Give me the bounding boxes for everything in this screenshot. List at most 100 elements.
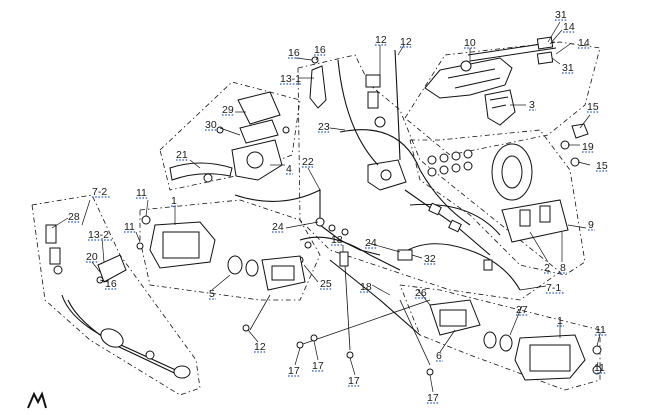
- union-3: [483, 259, 493, 271]
- leader-16b: [315, 56, 319, 61]
- pedal-bracket-13-2: [97, 254, 127, 283]
- callout-7-2: 7-2: [92, 186, 107, 198]
- center-switch-assembly: [365, 74, 407, 191]
- pad-holder: [271, 265, 295, 281]
- caliper-pocket: [162, 231, 200, 259]
- callout-17-d: 17: [427, 392, 439, 404]
- pad-slot-2: [539, 205, 551, 223]
- pin-2: [439, 153, 449, 163]
- washer-19b: [570, 157, 580, 167]
- callout-27: 27: [516, 304, 528, 316]
- brake-lever: [169, 162, 233, 181]
- pin-6: [439, 165, 449, 175]
- hose-27: [399, 243, 521, 291]
- caliper-body-1: [149, 221, 216, 269]
- callout-31-top: 31: [555, 9, 567, 21]
- cable-23: [337, 59, 379, 166]
- bracket-13-1: [309, 56, 327, 109]
- callout-14-lower: 14: [578, 37, 590, 49]
- union-1: [428, 202, 442, 216]
- callout-6: 6: [436, 350, 442, 362]
- leader-26: [417, 289, 431, 306]
- pad-slot-1: [519, 209, 531, 227]
- switch-body: [367, 91, 379, 109]
- leader-23: [329, 127, 346, 131]
- callout-13-1: 13-1: [280, 73, 301, 85]
- leader-15b: [577, 161, 591, 166]
- leader-5: [211, 274, 231, 291]
- outline-front-left-caliper: [139, 199, 321, 301]
- screw: [216, 126, 224, 134]
- leader-28: [51, 217, 69, 229]
- leader-7-1: [519, 285, 547, 291]
- callout-16-left: 16: [288, 47, 300, 59]
- bolt-17b: [310, 334, 318, 342]
- pedal-spring: [49, 247, 61, 265]
- leader-9: [567, 224, 587, 229]
- leader-21: [189, 159, 201, 169]
- callout-15-top: 15: [587, 101, 599, 113]
- cable-17b: [344, 264, 351, 351]
- callout-16-c: 16: [105, 278, 117, 290]
- caliper-body-1b: [514, 334, 586, 381]
- front-left-caliper-assembly: [136, 215, 306, 291]
- leader-30: [219, 127, 241, 136]
- switch-cap: [365, 74, 381, 88]
- junction-block: [367, 159, 407, 191]
- leader-18b: [371, 284, 391, 296]
- leader-11d: [596, 361, 599, 368]
- leader-14b: [555, 43, 571, 55]
- callout-24-b: 24: [365, 237, 377, 249]
- fitting-d: [304, 241, 312, 249]
- callout-17-c: 17: [348, 375, 360, 387]
- callout-1-b: 1: [557, 315, 563, 327]
- bolt-12c: [242, 324, 250, 332]
- pin-5: [427, 167, 437, 177]
- bracket-plate: [309, 65, 327, 109]
- rear-caliper-assembly: [427, 123, 589, 243]
- junction-port: [380, 169, 392, 181]
- caliper-6-pocket: [439, 309, 467, 327]
- hose-26: [329, 259, 421, 336]
- foot-pedal-assembly: [45, 224, 191, 379]
- body-detail: [447, 68, 501, 89]
- leader-11b: [135, 231, 141, 243]
- brake-lines: [234, 49, 521, 366]
- leader-11c: [596, 333, 601, 347]
- handlebar-master-cylinder-assembly: [169, 91, 290, 183]
- leader-16c: [99, 279, 109, 283]
- screw-right: [282, 126, 290, 134]
- callout-5: 5: [209, 288, 215, 300]
- leader-25: [303, 264, 319, 283]
- tee-fitting: [339, 251, 349, 267]
- caliper-half-6: [429, 299, 481, 336]
- hose-22: [234, 189, 321, 220]
- callout-15-lower: 15: [596, 160, 608, 172]
- callout-10: 10: [464, 37, 476, 49]
- pin-3: [451, 151, 461, 161]
- leader-lines: [51, 21, 601, 393]
- washer-front: [136, 242, 144, 250]
- cable-17c: [399, 299, 431, 366]
- pin-1: [427, 155, 437, 165]
- pedal-nut: [53, 265, 63, 275]
- leader-24b: [367, 242, 401, 253]
- reservoir-cover: [237, 91, 281, 125]
- leader-12c: [247, 329, 259, 343]
- callout-20: 20: [86, 251, 98, 263]
- outline-handlebar-master-cylinder: [159, 81, 301, 191]
- banjo-bolt-upper: [536, 36, 554, 50]
- caliper-bolt-11c: [592, 345, 602, 355]
- lever-pivot: [203, 173, 213, 183]
- brand-logo: [27, 391, 47, 409]
- banjo-bolt-lower: [536, 51, 554, 65]
- callout-21: 21: [176, 149, 188, 161]
- callout-17-b: 17: [312, 360, 324, 372]
- leader-24a: [285, 221, 319, 229]
- leader-31b: [551, 57, 561, 65]
- pin-4: [463, 149, 473, 159]
- pedal-bracket: [484, 89, 516, 126]
- hub-inner: [501, 155, 523, 189]
- callout-24-a: 24: [272, 221, 284, 233]
